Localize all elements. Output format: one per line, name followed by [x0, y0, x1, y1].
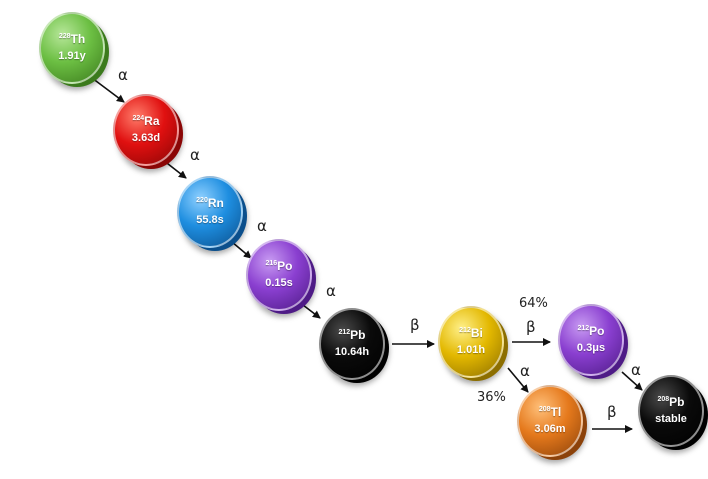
- nuclide-disk-rn220: 220Rn 55.8s: [177, 176, 247, 251]
- element-symbol: Po: [589, 324, 605, 339]
- element-symbol: Pb: [669, 395, 685, 410]
- mass-number: 212: [338, 329, 351, 337]
- element-symbol: Tl: [550, 405, 562, 420]
- decay-arrow-rn220-po216: [231, 241, 252, 259]
- nuclide-symbol: 212Po: [577, 324, 605, 339]
- disk-face: 212Po 0.3μs: [558, 304, 624, 376]
- decay-arrow-bi212-tl208: [507, 367, 529, 393]
- decay-mode-label-pb212-bi212: β: [410, 316, 420, 334]
- nuclide-disk-pb212: 212Pb 10.64h: [319, 308, 389, 383]
- element-symbol: Po: [277, 259, 293, 274]
- disk-face: 208Tl 3.06m: [517, 385, 583, 457]
- half-life: stable: [655, 413, 687, 426]
- disk-face: 212Bi 1.01h: [438, 306, 504, 378]
- half-life: 3.63d: [131, 132, 161, 145]
- disk-face: 228Th 1.91y: [39, 12, 105, 84]
- nuclide-symbol: 208Pb: [657, 395, 685, 410]
- nuclide-disk-tl208: 208Tl 3.06m: [517, 385, 587, 460]
- nuclide-disk-th228: 228Th 1.91y: [39, 12, 109, 87]
- nuclide-symbol: 216Po: [265, 259, 293, 274]
- disk-face: 216Po 0.15s: [246, 239, 312, 311]
- element-symbol: Pb: [350, 328, 366, 343]
- half-life: 3.06m: [534, 423, 566, 436]
- mass-number: 224: [132, 115, 145, 123]
- decay-mode-label-po212-pb208: α: [631, 361, 641, 379]
- nuclide-symbol: 212Bi: [459, 326, 483, 341]
- half-life: 55.8s: [196, 214, 224, 227]
- decay-mode-label-tl208-pb208: β: [607, 403, 617, 421]
- element-symbol: Th: [70, 32, 86, 47]
- nuclide-symbol: 220Rn: [196, 196, 224, 211]
- disk-face: 212Pb 10.64h: [319, 308, 385, 380]
- nuclide-disk-bi212: 212Bi 1.01h: [438, 306, 508, 381]
- branch-ratio-bi212-po212: 64%: [519, 296, 548, 311]
- mass-number: 208: [657, 396, 670, 404]
- decay-mode-label-rn220-po216: α: [257, 217, 267, 235]
- branch-ratio-bi212-tl208: 36%: [477, 390, 506, 405]
- nuclide-symbol: 212Pb: [338, 328, 366, 343]
- decay-mode-label-bi212-po212: β: [526, 318, 536, 336]
- mass-number: 220: [196, 197, 208, 205]
- disk-face: 208Pb stable: [638, 375, 704, 447]
- nuclide-symbol: 224Ra: [132, 114, 160, 129]
- mass-number: 216: [265, 260, 278, 268]
- decay-mode-label-bi212-tl208: α: [520, 362, 530, 380]
- half-life: 0.3μs: [576, 342, 606, 355]
- decay-arrow-th228-ra224: [91, 77, 125, 103]
- nuclide-disk-ra224: 224Ra 3.63d: [113, 94, 183, 169]
- half-life: 1.91y: [58, 50, 86, 63]
- decay-arrow-po212-pb208: [621, 371, 643, 391]
- element-symbol: Bi: [470, 326, 483, 341]
- mass-number: 212: [459, 327, 471, 335]
- decay-mode-label-ra224-rn220: α: [190, 146, 200, 164]
- nuclide-symbol: 208Tl: [538, 405, 562, 420]
- nuclide-symbol: 228Th: [58, 32, 86, 47]
- mass-number: 208: [538, 406, 551, 414]
- mass-number: 228: [58, 33, 71, 41]
- nuclide-disk-po212: 212Po 0.3μs: [558, 304, 628, 379]
- disk-face: 220Rn 55.8s: [177, 176, 243, 248]
- decay-arrow-po216-pb212: [302, 304, 321, 319]
- nuclide-disk-po216: 216Po 0.15s: [246, 239, 316, 314]
- half-life: 0.15s: [265, 277, 293, 290]
- decay-mode-label-th228-ra224: α: [118, 66, 128, 84]
- element-symbol: Ra: [144, 114, 160, 129]
- mass-number: 212: [577, 325, 590, 333]
- element-symbol: Rn: [207, 196, 224, 211]
- decay-mode-label-po216-pb212: α: [326, 282, 336, 300]
- half-life: 10.64h: [334, 346, 370, 359]
- nuclide-disk-pb208: 208Pb stable: [638, 375, 708, 450]
- disk-face: 224Ra 3.63d: [113, 94, 179, 166]
- half-life: 1.01h: [456, 344, 486, 357]
